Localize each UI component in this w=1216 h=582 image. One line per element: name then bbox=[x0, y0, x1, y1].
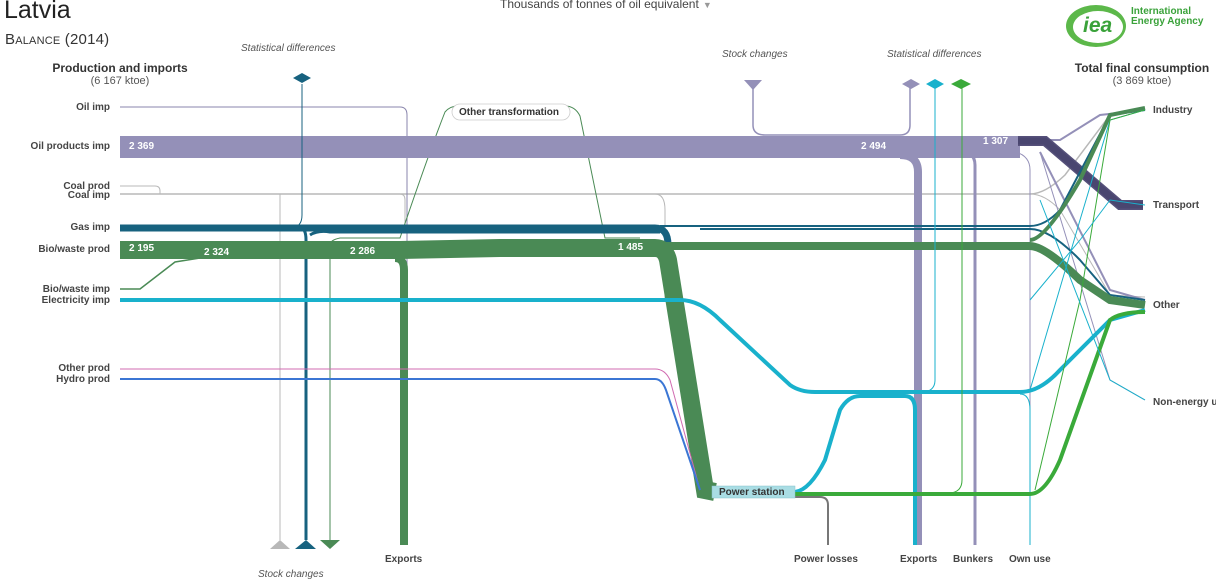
flow-oil-industry bbox=[1020, 109, 1146, 141]
bottom-label-bunkers: Bunkers bbox=[953, 554, 994, 565]
other-transformation-node bbox=[451, 103, 571, 121]
stat-diff-left-label: Statistical differences bbox=[241, 43, 336, 54]
source-label-bio-waste-imp[interactable]: Bio/waste imp bbox=[42, 284, 110, 295]
value-transport: 1 307 bbox=[983, 136, 1009, 147]
chevron-down-icon: ▼ bbox=[702, 0, 712, 10]
flow-other-prod bbox=[120, 368, 701, 491]
source-label-coal-prod[interactable]: Coal prod bbox=[63, 181, 110, 192]
stock-changes-bottom-label: Stock changes bbox=[258, 569, 324, 580]
left-column-total: (6 167 ktoe) bbox=[90, 75, 150, 87]
flow-hydro-prod bbox=[120, 378, 701, 491]
stat-diff-gas-marker bbox=[293, 73, 311, 83]
flow-heat-industry bbox=[1034, 109, 1146, 491]
country-title: Latvia bbox=[4, 0, 71, 24]
value-bio-prod: 2 195 bbox=[129, 243, 155, 254]
value-bio-after-export: 2 286 bbox=[350, 246, 376, 257]
iea-name-line1: International bbox=[1131, 6, 1192, 17]
dest-label-other[interactable]: Other bbox=[1153, 300, 1180, 311]
stock-changes-top-label: Stock changes bbox=[722, 49, 788, 60]
flow-gas-ps-blue bbox=[309, 229, 660, 237]
flow-coal-ps bbox=[600, 193, 666, 300]
unit-selector[interactable]: Thousands of tonnes of oil equivalent▼ bbox=[500, 0, 712, 11]
source-label-electricity-imp[interactable]: Electricity imp bbox=[41, 295, 110, 306]
flow-oil-bunkers bbox=[954, 148, 977, 545]
stock-change-gas-marker bbox=[295, 540, 316, 549]
iea-name-line2: Energy Agency bbox=[1131, 16, 1204, 27]
flow-heat-main bbox=[795, 310, 1146, 496]
flow-gas-other bbox=[700, 228, 1146, 301]
right-column-total: (3 869 ktoe) bbox=[1112, 75, 1172, 87]
stock-change-oil-marker bbox=[744, 80, 762, 90]
flow-elec-stat bbox=[924, 84, 936, 393]
unit-selector-label: Thousands of tonnes of oil equivalent bbox=[500, 0, 699, 11]
stat-diff-oil-marker bbox=[902, 79, 920, 89]
power-station-label[interactable]: Power station bbox=[719, 487, 785, 498]
left-column-title: Production and imports bbox=[52, 61, 188, 75]
value-bio-total: 2 324 bbox=[204, 247, 230, 258]
flow-elec-own bbox=[1019, 393, 1031, 545]
flow-other-transformation bbox=[329, 105, 640, 540]
value-bio-final: 1 485 bbox=[618, 242, 644, 253]
iea-logo-letters: iea bbox=[1083, 14, 1113, 37]
flow-coal-other-transf bbox=[300, 193, 406, 230]
flow-bio-prod bbox=[120, 239, 717, 501]
dest-label-transport[interactable]: Transport bbox=[1153, 200, 1200, 211]
source-label-coal-imp[interactable]: Coal imp bbox=[67, 190, 110, 201]
source-label-oil-imp[interactable]: Oil imp bbox=[76, 102, 110, 113]
power-station-node bbox=[711, 485, 796, 499]
flow-bio-exports bbox=[394, 254, 408, 545]
stat-diff-elec-marker bbox=[926, 79, 944, 89]
flow-gas-stat bbox=[289, 84, 303, 229]
flow-power-losses bbox=[795, 496, 829, 545]
bottom-label-power-losses: Power losses bbox=[794, 554, 858, 565]
flow-bio-final bbox=[650, 242, 1146, 309]
flow-oil-other bbox=[1039, 151, 1146, 301]
flow-oil-own bbox=[999, 149, 1031, 545]
flow-misc-2 bbox=[1029, 199, 1146, 301]
value-oil-products-after: 2 494 bbox=[861, 141, 887, 152]
dest-label-industry[interactable]: Industry bbox=[1153, 105, 1193, 116]
stock-change-coal-marker bbox=[270, 540, 290, 549]
iea-logo: iea International Energy Agency bbox=[1062, 0, 1212, 48]
value-oil-products: 2 369 bbox=[129, 141, 155, 152]
source-label-oil-products-imp[interactable]: Oil products imp bbox=[30, 141, 110, 152]
stat-diff-right-label: Statistical differences bbox=[887, 49, 982, 60]
dest-label-non-energy[interactable]: Non-energy u bbox=[1153, 397, 1216, 408]
flow-bio-industry bbox=[1029, 106, 1146, 242]
source-label-hydro-prod[interactable]: Hydro prod bbox=[56, 374, 110, 385]
flow-oil-exports bbox=[899, 151, 922, 545]
bottom-label-exports-left: Exports bbox=[385, 554, 423, 565]
flow-gas-stock bbox=[299, 226, 308, 540]
flow-bio-imp bbox=[120, 257, 201, 290]
balance-subtitle: Balance (2014) bbox=[5, 31, 110, 48]
bottom-label-own-use: Own use bbox=[1009, 554, 1051, 565]
right-column-title: Total final consumption bbox=[1074, 61, 1210, 75]
source-label-bio-waste-prod[interactable]: Bio/waste prod bbox=[38, 244, 110, 255]
flow-elec-ps bbox=[794, 394, 917, 545]
flow-oil-imp bbox=[120, 106, 408, 540]
bottom-label-exports-right: Exports bbox=[900, 554, 938, 565]
source-label-gas-imp[interactable]: Gas imp bbox=[70, 222, 110, 233]
other-transformation-label[interactable]: Other transformation bbox=[459, 107, 560, 118]
source-label-other-prod[interactable]: Other prod bbox=[58, 363, 110, 374]
flow-oil-stock-top bbox=[752, 84, 911, 136]
flow-coal-imp bbox=[120, 109, 1146, 195]
stock-change-bio-marker bbox=[320, 540, 340, 549]
flow-gas-main bbox=[120, 224, 716, 496]
flow-heat-stat bbox=[949, 84, 963, 494]
iea-logo-mark bbox=[1066, 5, 1126, 47]
stat-diff-heat-marker bbox=[951, 79, 971, 89]
flow-elec-imp bbox=[120, 298, 1146, 394]
